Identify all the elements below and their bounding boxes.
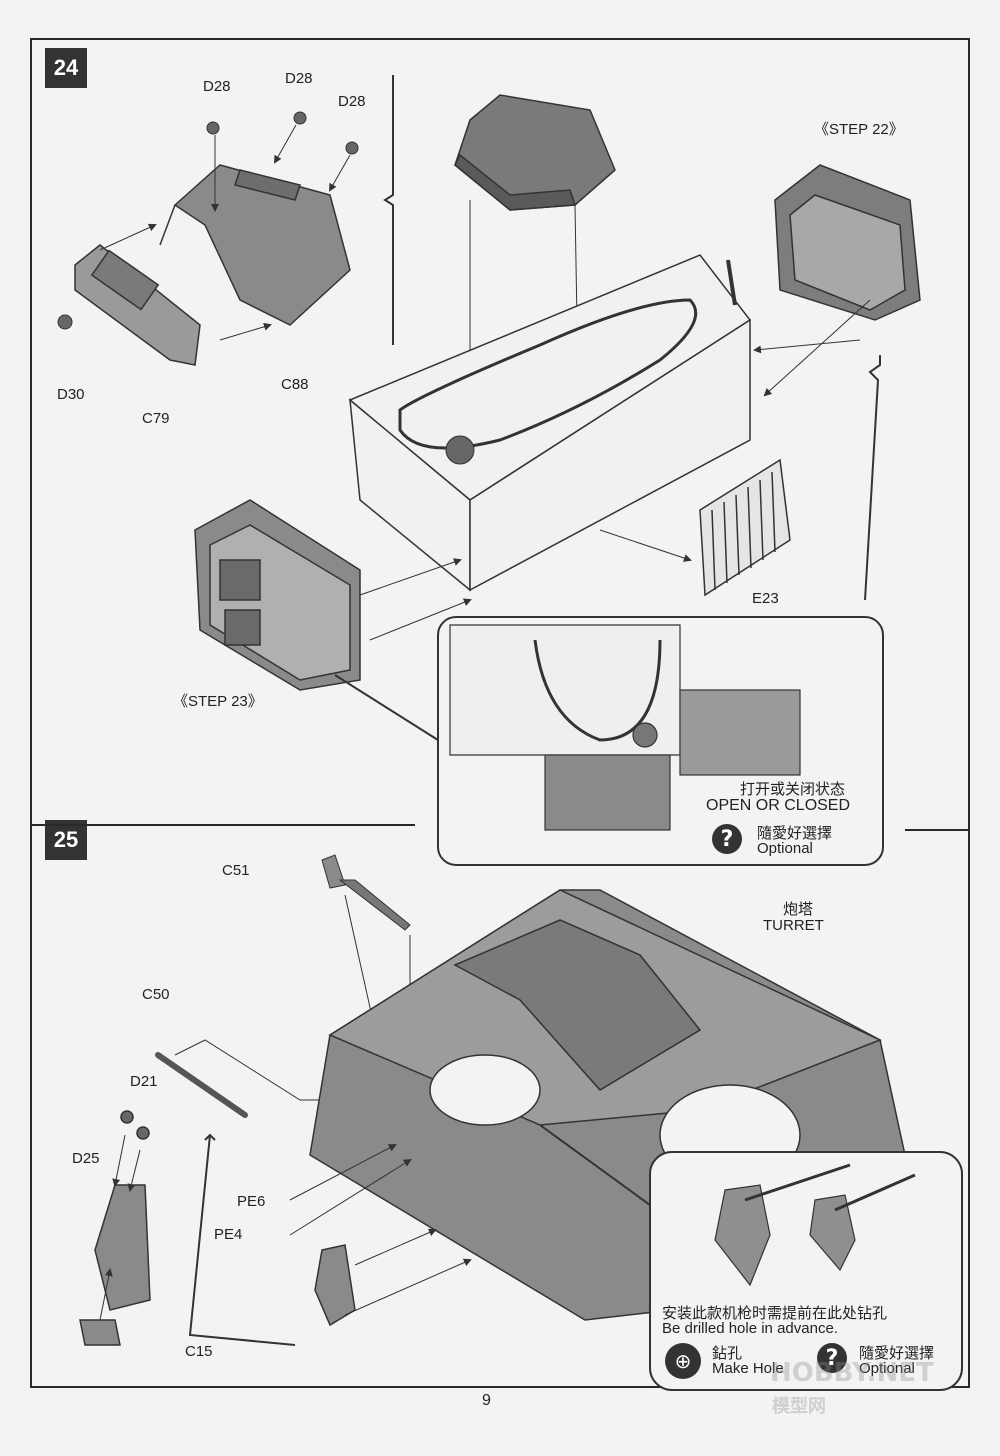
hull-box [348,254,752,592]
optional-label-en: Optional [757,840,813,857]
page-frame [30,38,970,1388]
optional-label-en: Optional [859,1360,915,1377]
panel-c79 [74,244,201,366]
hood-c88 [159,164,351,326]
make-hole-zh: 鉆孔 [712,1345,743,1362]
optional-label-zh: 隨愛好選擇 [859,1345,935,1362]
part-label-d28: D28 [203,78,231,95]
question-mark-icon: ? [817,1343,847,1373]
question-mark-icon: ? [712,824,742,854]
part-label-d28: D28 [285,70,313,87]
watermark-zh: 模型网 [772,1396,826,1417]
grille-e23 [699,458,791,597]
rear-cage-step22 [774,164,921,321]
part-label-e23: E23 [752,590,779,607]
watermark-site: HOBBY.NET [770,1358,934,1388]
part-label-c79: C79 [142,410,170,427]
front-cage-step23 [194,499,361,691]
optional-label-zh: 隨愛好選擇 [757,825,833,842]
axe-c51 [321,854,411,931]
drill-hole-icon: ⊕ [665,1343,701,1379]
page-number: 9 [482,1392,491,1409]
part-label-pe4: PE4 [214,1226,243,1243]
machine-gun-detail [714,1163,916,1287]
part-label-d30: D30 [57,386,85,403]
part-label-d21: D21 [130,1073,158,1090]
part-label-c50: C50 [142,986,170,1003]
callout-open-closed-zh: 打开或关闭状态 [740,781,846,798]
part-label-c88: C88 [281,376,309,393]
callout-open-closed-en: OPEN OR CLOSED [706,797,851,814]
part-label-c51: C51 [222,862,250,879]
step-25-badge: 25 [45,820,87,860]
part-label-c15: C15 [185,1343,213,1360]
make-hole-en: Make Hole [712,1360,784,1377]
step-ref-23: 《STEP 23》 [173,693,263,710]
drill-note-zh: 安装此款机枪时需提前在此处钻孔 [662,1305,888,1322]
part-label-d25: D25 [72,1150,100,1167]
engine-hatch [454,94,616,211]
part-label-pe6: PE6 [237,1193,266,1210]
drill-note-en: Be drilled hole in advance. [662,1320,838,1337]
turret-label-en: TURRET [763,917,824,934]
part-label-d28: D28 [338,93,366,110]
turret-label-zh: 炮塔 [783,901,814,918]
step-ref-22: 《STEP 22》 [814,121,904,138]
rod-c50 [155,1052,248,1118]
step-24-badge: 24 [45,48,87,88]
callout-open-closed-detail [449,624,801,831]
